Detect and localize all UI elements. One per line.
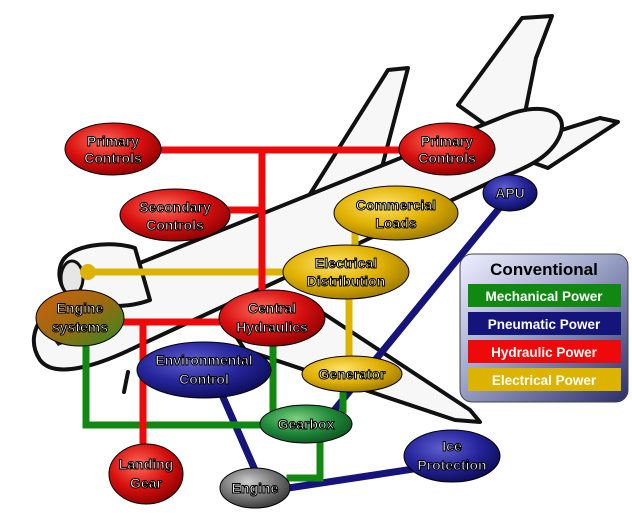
node-label: Controls <box>146 217 204 233</box>
node-label: Environmental <box>155 352 252 368</box>
node-label: Electrical <box>315 255 377 271</box>
legend-item-hydraulic: Hydraulic Power <box>468 340 621 363</box>
legend: Conventional Mechanical Power Pneumatic … <box>459 253 629 403</box>
legend-title: Conventional <box>490 260 598 279</box>
node-label: Primary <box>421 133 473 149</box>
apu-node: APU <box>482 174 538 212</box>
primary-controls-right-node: Primary Controls <box>398 122 496 176</box>
landing-gear-node: Landing Gear <box>108 443 184 505</box>
node-label: Hydraulics <box>236 319 308 335</box>
legend-label: Mechanical Power <box>485 289 603 304</box>
engine-systems-node: Engine systems <box>35 289 125 347</box>
node-label: Generator <box>319 366 386 382</box>
electrical-distribution-node: Electrical Distribution <box>282 244 410 300</box>
gearbox-node: Gearbox <box>259 404 353 444</box>
legend-swatch <box>468 312 621 335</box>
ice-protection-node: Ice Protection <box>403 429 501 483</box>
node-label: Engine <box>232 480 279 496</box>
node-label: Gear <box>130 475 162 491</box>
node-label: systems <box>52 319 108 335</box>
node-label: Gearbox <box>278 416 335 432</box>
legend-item-mechanical: Mechanical Power <box>468 284 621 307</box>
node-label: Landing <box>119 456 173 472</box>
node-label: Loads <box>375 215 416 231</box>
legend-label: Hydraulic Power <box>491 345 598 360</box>
commercial-loads-node: Commercial Loads <box>333 185 459 241</box>
node-label: Central <box>248 300 296 316</box>
legend-label: Electrical Power <box>492 373 597 388</box>
node-label: APU <box>495 185 525 201</box>
legend-swatch <box>468 368 621 391</box>
legend-swatch <box>468 284 621 307</box>
node-label: Secondary <box>139 199 211 215</box>
legend-item-pneumatic: Pneumatic Power <box>468 312 621 335</box>
node-label: Control <box>179 371 229 387</box>
legend-item-electrical: Electrical Power <box>468 368 621 391</box>
node-label: Controls <box>418 150 476 166</box>
power-connections <box>80 146 515 496</box>
node-label: Engine <box>57 300 104 316</box>
legend-swatch <box>468 340 621 363</box>
primary-controls-left-node: Primary Controls <box>64 122 162 176</box>
mechanical-line-engine-systems-gearbox <box>82 326 284 429</box>
generator-node: Generator <box>301 355 403 393</box>
environmental-control-node: Environmental Control <box>136 341 272 399</box>
legend-label: Pneumatic Power <box>488 317 601 332</box>
node-label: Ice <box>442 438 462 454</box>
secondary-controls-node: Secondary Controls <box>119 188 231 242</box>
node-label: Commercial <box>356 197 436 213</box>
node-label: Controls <box>84 150 142 166</box>
node-label: Protection <box>417 457 486 473</box>
node-label: Primary <box>87 133 139 149</box>
aircraft-nose-gear <box>122 370 130 394</box>
electrical-junction-dot <box>80 264 96 280</box>
engine-node: Engine <box>219 467 291 509</box>
node-label: Distribution <box>307 273 386 289</box>
central-hydraulics-node: Central Hydraulics <box>218 289 326 347</box>
mechanical-line-gearbox-engine <box>286 436 324 482</box>
